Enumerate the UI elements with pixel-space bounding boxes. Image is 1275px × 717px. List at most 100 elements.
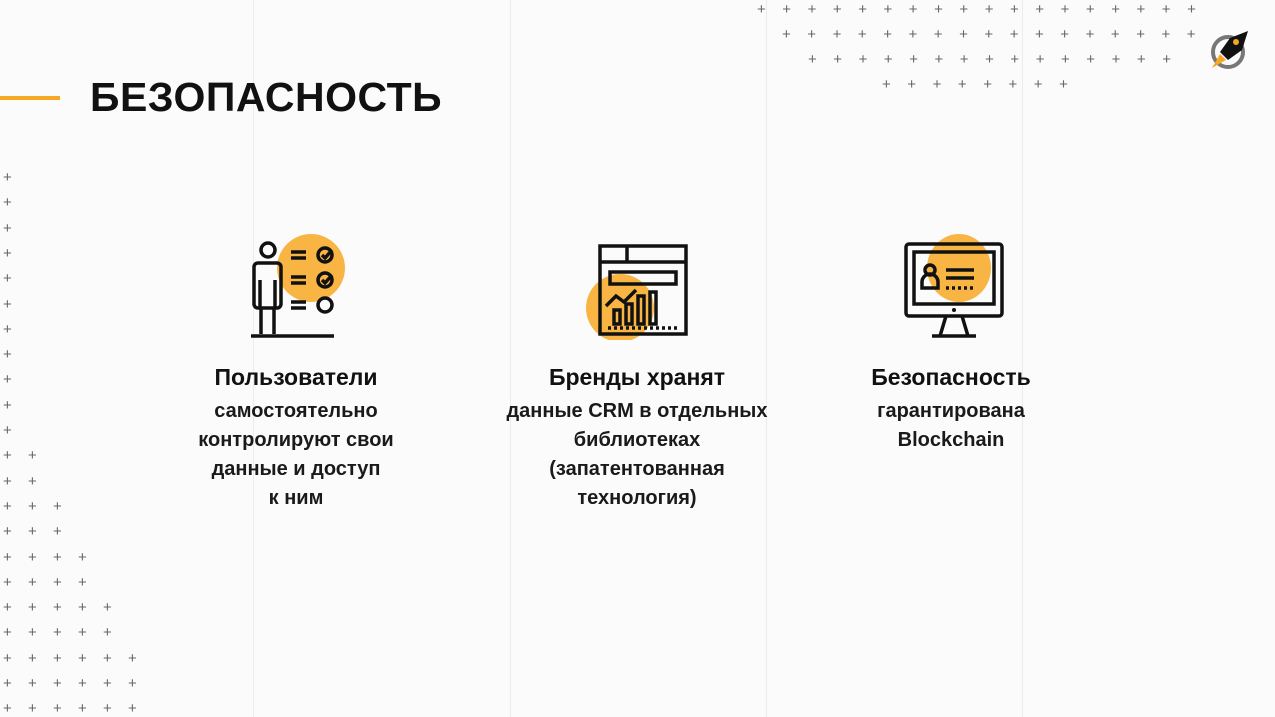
plus-mark: +	[907, 76, 917, 93]
plus-mark: +	[883, 1, 893, 18]
page-title: БЕЗОПАСНОСТЬ	[90, 74, 443, 120]
plus-mark: +	[1136, 26, 1145, 43]
plus-mark: +	[3, 422, 12, 439]
plus-mark: +	[53, 548, 62, 566]
plus-mark: +	[3, 599, 12, 617]
grid-line	[1022, 0, 1023, 717]
plus-mark: +	[1186, 26, 1196, 43]
plus-mark: +	[3, 523, 12, 541]
plus-mark: +	[833, 51, 843, 68]
plus-mark: +	[882, 76, 891, 93]
feature-heading: Безопасность	[871, 364, 1031, 390]
plus-mark: +	[983, 76, 992, 93]
plus-mark: +	[28, 523, 37, 541]
plus-mark: +	[934, 1, 943, 18]
plus-mark: +	[1161, 1, 1171, 18]
plus-mark: +	[28, 472, 37, 490]
plus-mark: +	[128, 700, 137, 717]
plus-mark: +	[53, 700, 62, 717]
plus-mark: +	[3, 396, 12, 414]
plus-mark: +	[932, 76, 942, 93]
plus-mark: +	[53, 523, 62, 541]
plus-mark: +	[959, 51, 969, 68]
plus-mark: +	[1010, 1, 1019, 18]
plus-mark: +	[3, 700, 12, 717]
plus-mark: +	[1060, 26, 1070, 43]
plus-mark: +	[78, 624, 87, 642]
plus-mark: +	[3, 447, 12, 465]
plus-mark: +	[832, 1, 842, 18]
plus-mark: +	[1110, 26, 1120, 43]
plus-mark: +	[53, 573, 62, 591]
plus-mark: +	[3, 371, 12, 389]
plus-mark: +	[128, 675, 137, 692]
plus-mark: +	[757, 1, 766, 18]
plus-mark: +	[28, 548, 37, 566]
browser-analytics-icon	[586, 244, 688, 340]
plus-mark: +	[1008, 76, 1018, 93]
plus-mark: +	[3, 573, 12, 591]
plus-mark: +	[782, 26, 791, 43]
plus-mark: +	[1136, 51, 1146, 68]
plus-mark: +	[28, 675, 37, 692]
title-accent-line	[0, 96, 60, 100]
plus-mark: +	[78, 599, 87, 617]
plus-mark: +	[3, 497, 12, 515]
plus-mark: +	[909, 51, 918, 68]
plus-mark: +	[78, 573, 87, 591]
plus-mark: +	[103, 700, 112, 717]
plus-mark: +	[3, 169, 12, 186]
plus-mark: +	[1009, 26, 1019, 43]
plus-mark: +	[3, 624, 12, 642]
plus-mark: +	[1187, 1, 1196, 18]
plus-mark: +	[3, 320, 12, 338]
rocket-logo-icon	[1208, 28, 1252, 77]
plus-mark: +	[959, 1, 969, 18]
plus-mark: +	[3, 548, 12, 566]
plus-mark: +	[3, 346, 12, 364]
plus-mark: +	[53, 675, 62, 692]
plus-mark: +	[957, 76, 967, 93]
plus-mark: +	[985, 51, 994, 68]
grid-line	[253, 0, 254, 717]
plus-mark: +	[1111, 1, 1120, 18]
plus-mark: +	[934, 51, 944, 68]
plus-mark: +	[3, 675, 12, 692]
plus-mark: +	[3, 472, 12, 490]
plus-mark: +	[858, 1, 867, 18]
plus-mark: +	[857, 26, 867, 43]
plus-mark: +	[28, 599, 37, 617]
plus-mark: +	[78, 700, 87, 717]
plus-mark: +	[1086, 51, 1096, 68]
plus-mark: +	[1061, 51, 1070, 68]
plus-mark: +	[1111, 51, 1121, 68]
plus-mark: +	[103, 624, 112, 642]
plus-mark: +	[103, 675, 112, 692]
plus-mark: +	[128, 649, 137, 667]
plus-mark: +	[1162, 51, 1171, 68]
plus-mark: +	[1035, 26, 1044, 43]
plus-mark: +	[908, 1, 918, 18]
plus-mark: +	[78, 548, 87, 566]
grid-line	[510, 0, 511, 717]
monitor-profile-icon	[904, 234, 1004, 338]
feature-heading: Пользователи	[214, 364, 378, 390]
plus-mark: +	[933, 26, 943, 43]
plus-mark: +	[103, 649, 112, 667]
plus-mark: +	[78, 649, 87, 667]
plus-mark: +	[807, 1, 817, 18]
plus-mark: +	[28, 649, 37, 667]
plus-mark: +	[883, 51, 893, 68]
plus-mark: +	[28, 573, 37, 591]
plus-mark: +	[53, 497, 62, 515]
plus-mark: +	[808, 51, 817, 68]
plus-mark: +	[3, 295, 12, 313]
plus-mark: +	[908, 26, 918, 43]
user-checklist-icon	[251, 234, 345, 338]
plus-mark: +	[959, 26, 968, 43]
plus-mark: +	[1035, 1, 1045, 18]
